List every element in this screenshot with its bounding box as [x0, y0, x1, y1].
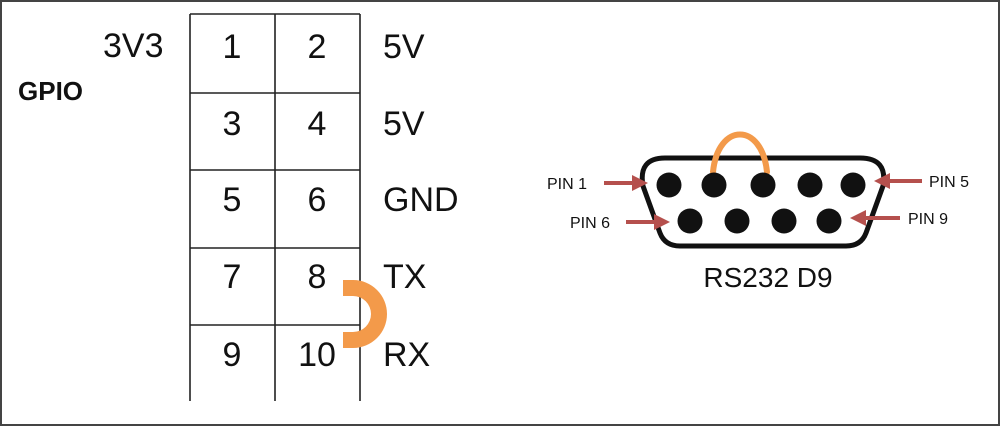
gpio-pin-2: 2 — [308, 28, 327, 66]
connector-jumper-wire — [710, 131, 770, 175]
gpio-loopback-jumper — [343, 280, 387, 348]
connector-shell — [639, 155, 887, 249]
gpio-title: GPIO — [18, 76, 83, 106]
d9-pin-7 — [724, 208, 750, 234]
d9-pin-2 — [701, 172, 727, 198]
pin-9-arrow — [850, 210, 900, 226]
gpio-right-label-pin4: 5V — [383, 105, 425, 143]
d9-pin-1 — [656, 172, 682, 198]
d9-pin-5 — [840, 172, 866, 198]
gpio-pin-6: 6 — [308, 181, 327, 219]
d9-pin-3 — [750, 172, 776, 198]
pin-9-label: PIN 9 — [908, 211, 948, 228]
pin-5-arrow — [874, 173, 922, 189]
pin-5-label: PIN 5 — [929, 174, 969, 191]
gpio-right-label-pin8: TX — [383, 258, 426, 296]
connector-title: RS232 D9 — [703, 262, 832, 293]
rs232-connector: PIN 1 PIN 6 PIN 5 PIN 9 RS232 D9 — [547, 131, 969, 293]
gpio-pin-7: 7 — [223, 258, 242, 296]
gpio-pin-1: 1 — [223, 28, 242, 66]
pin-6-label: PIN 6 — [570, 215, 610, 232]
d9-pin-9 — [816, 208, 842, 234]
gpio-right-label-pin6: GND — [383, 181, 459, 219]
gpio-pin-5: 5 — [223, 181, 242, 219]
d9-pin-8 — [771, 208, 797, 234]
gpio-pin-10: 10 — [298, 336, 336, 374]
gpio-left-label-pin1: 3V3 — [103, 27, 164, 65]
pin-6-arrow — [626, 214, 670, 230]
pin-1-label: PIN 1 — [547, 176, 587, 193]
d9-pin-6 — [677, 208, 703, 234]
pin-1-arrow — [604, 175, 648, 191]
gpio-pin-9: 9 — [223, 336, 242, 374]
gpio-header: GPIO 3V3 1 2 3 4 5 6 7 8 9 10 5V 5V GND … — [18, 13, 459, 401]
gpio-pin-8: 8 — [308, 258, 327, 296]
d9-pin-4 — [797, 172, 823, 198]
gpio-right-label-pin10: RX — [383, 336, 430, 374]
gpio-pin-3: 3 — [223, 105, 242, 143]
gpio-pin-4: 4 — [308, 105, 327, 143]
gpio-right-label-pin2: 5V — [383, 28, 425, 66]
